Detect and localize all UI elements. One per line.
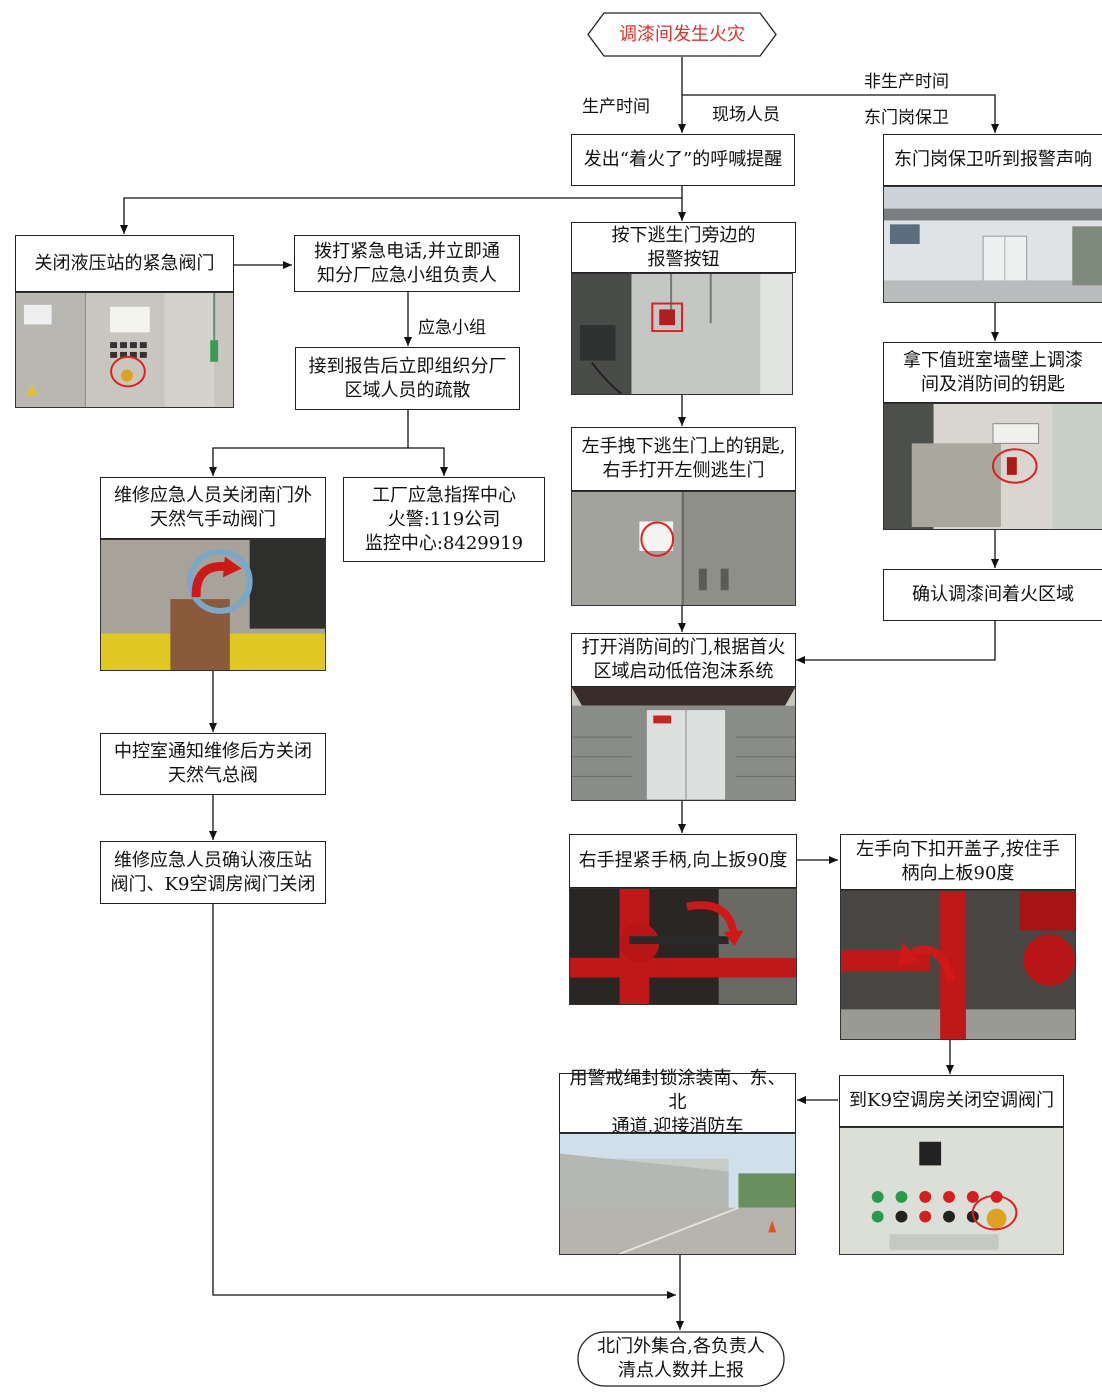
fire-start-text: 调漆间发生火灾 (619, 23, 745, 45)
node-right-hand: 右手捏紧手柄,向上扳90度 (569, 834, 797, 888)
photo-escape-door-alarm (571, 273, 793, 395)
node-pull-key: 左手拽下逃生门上的钥匙, 右手打开左侧逃生门 (571, 427, 796, 491)
photo-key-box-wall (883, 403, 1102, 530)
node-open-fire-room: 打开消防间的门,根据首火 区域启动低倍泡沫系统 (571, 633, 796, 687)
photo-east-gate-guardroom (883, 186, 1102, 303)
fire-start-terminal: 调漆间发生火灾 (586, 12, 778, 57)
label-emergency-group: 应急小组 (418, 318, 486, 338)
assemble-terminal: 北门外集合,各负责人 清点人数并上报 (577, 1331, 785, 1387)
node-close-hydraulic: 关闭液压站的紧急阀门 (15, 235, 234, 292)
label-non-production-time: 非生产时间 (864, 72, 949, 92)
node-confirm-valves: 维修应急人员确认液压站 阀门、K9空调房阀门关闭 (100, 841, 326, 904)
photo-escape-door-key (571, 491, 796, 606)
node-seal-passages: 用警戒绳封锁涂装南、东、北 通道,迎接消防车 (559, 1068, 796, 1137)
node-central-notify: 中控室通知维修后方关闭 天然气总阀 (100, 733, 326, 795)
photo-fire-room-door (571, 687, 796, 801)
label-production-time: 生产时间 (582, 97, 650, 117)
node-close-ac-valve: 到K9空调房关闭空调阀门 (839, 1075, 1064, 1127)
photo-valve-right-hand (569, 888, 797, 1005)
rounded-terminal-shape (577, 1331, 785, 1387)
node-left-hand: 左手向下扣开盖子,按住手 柄向上板90度 (840, 834, 1076, 890)
node-call-emergency: 拨打紧急电话,并立即通 知分厂应急小组负责人 (294, 235, 520, 292)
node-shout: 发出“着火了”的呼喊提醒 (571, 134, 795, 186)
node-take-key: 拿下值班室墙壁上调漆 间及消防间的钥匙 (883, 342, 1102, 403)
node-press-alarm: 按下逃生门旁边的 报警按钮 (571, 222, 796, 273)
photo-valve-left-hand (840, 890, 1076, 1040)
node-organize-evacuation: 接到报告后立即组织分厂 区域人员的疏散 (295, 347, 520, 410)
photo-workshop-road (559, 1133, 796, 1255)
label-east-gate-guard: 东门岗保卫 (864, 108, 949, 128)
node-close-south-gas: 维修应急人员关闭南门外 天然气手动阀门 (100, 477, 326, 539)
photo-hydraulic-panel (15, 292, 234, 408)
node-guard-hears: 东门岗保卫听到报警声响 (883, 134, 1102, 186)
hexagon-shape (587, 12, 777, 57)
node-confirm-area: 确认调漆间着火区域 (883, 569, 1102, 621)
label-onsite-staff: 现场人员 (712, 105, 780, 125)
photo-k9-control-panel (839, 1127, 1064, 1255)
node-command-center: 工厂应急指挥中心 火警:119公司 监控中心:8429919 (343, 477, 545, 562)
assemble-text: 北门外集合,各负责人 清点人数并上报 (597, 1336, 765, 1381)
photo-south-gate-gas-valve (100, 539, 326, 671)
